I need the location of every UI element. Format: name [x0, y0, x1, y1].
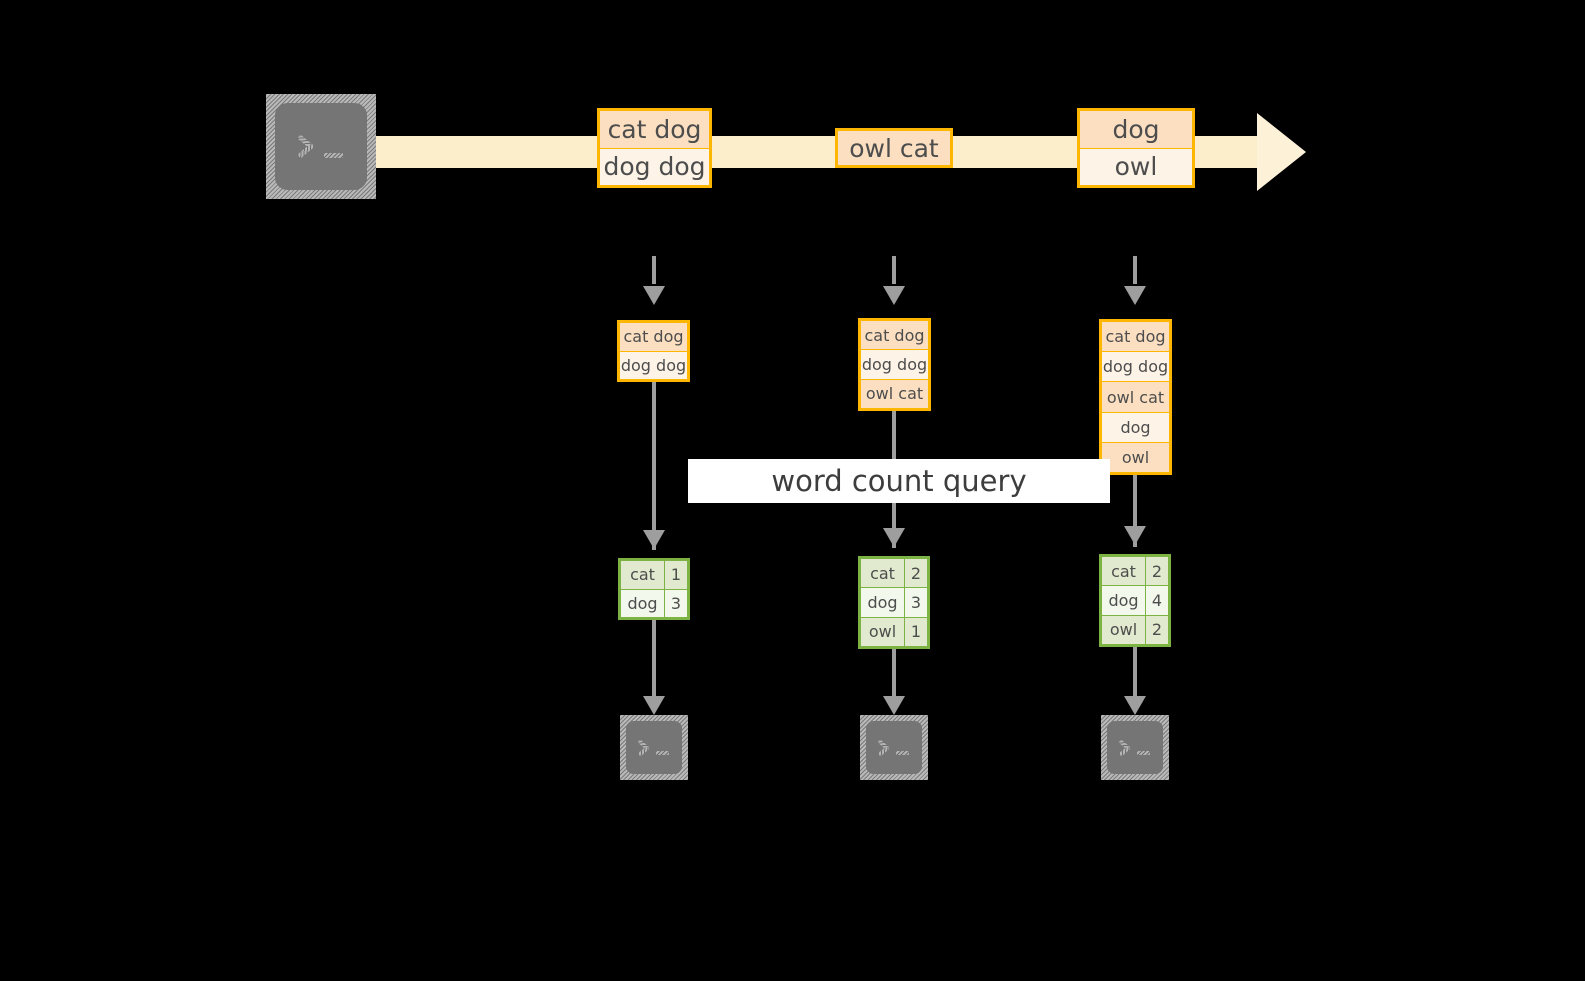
- cell-count: 1: [905, 617, 927, 646]
- snapshot-2-sink-arrowhead: [883, 696, 905, 715]
- input-line: cat dog: [861, 321, 928, 351]
- input-line: owl: [1102, 442, 1169, 473]
- underscore-icon: [656, 751, 670, 755]
- table-row: cat 2: [861, 559, 927, 589]
- terminal-prompt-glyph: [639, 738, 670, 758]
- table-row: dog 3: [621, 589, 687, 617]
- snapshot-3-input-stack[interactable]: cat dog dog dog owl cat dog owl: [1099, 319, 1172, 475]
- snapshot-3-sink-line: [1133, 647, 1137, 702]
- snapshot-3-result-table[interactable]: cat 2 dog 4 owl 2: [1099, 554, 1171, 647]
- terminal-screen: [626, 721, 682, 774]
- snapshot-3-query-line: [1133, 475, 1137, 547]
- chevron-right-icon: [879, 738, 894, 758]
- underscore-icon: [323, 152, 343, 158]
- input-line: dog dog: [620, 351, 687, 379]
- underscore-icon: [1137, 751, 1151, 755]
- cell-word: owl: [1102, 615, 1147, 644]
- underscore-icon: [896, 751, 910, 755]
- cell-count: 3: [665, 589, 687, 617]
- cell-count: 2: [905, 559, 927, 588]
- terminal-screen: [866, 721, 922, 774]
- table-row: dog 4: [1102, 586, 1168, 616]
- cell-word: cat: [621, 561, 666, 589]
- cell-word: owl: [861, 617, 906, 646]
- cell-count: 3: [905, 588, 927, 617]
- stream-record-line: dog dog: [600, 148, 709, 185]
- snapshot-1-trigger-line: [652, 256, 656, 284]
- snapshot-3-trigger-arrowhead: [1124, 286, 1146, 305]
- cell-word: dog: [1102, 586, 1147, 615]
- snapshot-1-query-line: [652, 382, 656, 550]
- snapshot-1-trigger-arrowhead: [643, 286, 665, 305]
- chevron-right-icon: [1120, 738, 1135, 758]
- terminal-prompt-glyph: [1120, 738, 1151, 758]
- terminal-prompt-glyph: [299, 132, 343, 162]
- cell-word: cat: [861, 559, 906, 588]
- input-line: dog dog: [1102, 352, 1169, 383]
- table-row: cat 1: [621, 561, 687, 590]
- snapshot-2-query-arrowhead: [883, 528, 905, 547]
- cell-word: dog: [861, 588, 906, 617]
- input-line: dog dog: [861, 350, 928, 380]
- table-row: owl 2: [1102, 615, 1168, 644]
- input-line: owl cat: [1102, 382, 1169, 413]
- source-terminal-icon[interactable]: [266, 94, 376, 199]
- stream-record-line: owl cat: [838, 131, 950, 165]
- terminal-prompt-glyph: [879, 738, 910, 758]
- snapshot-2-sink-line: [892, 649, 896, 702]
- snapshot-3-sink-arrowhead: [1124, 696, 1146, 715]
- stream-record-line: cat dog: [600, 111, 709, 149]
- snapshot-2-result-table[interactable]: cat 2 dog 3 owl 1: [858, 556, 930, 649]
- cell-count: 1: [665, 561, 687, 589]
- table-row: dog 3: [861, 588, 927, 618]
- table-row: cat 2: [1102, 557, 1168, 587]
- cell-word: cat: [1102, 557, 1147, 586]
- terminal-screen: [1107, 721, 1163, 774]
- snapshot-3-sink-terminal-icon[interactable]: [1101, 715, 1169, 780]
- stream-record-line: dog: [1080, 111, 1192, 149]
- snapshot-3-query-arrowhead: [1124, 526, 1146, 545]
- input-line: dog: [1102, 412, 1169, 443]
- stream-record-2[interactable]: owl cat: [835, 128, 953, 168]
- stream-arrow-head: [1257, 113, 1306, 191]
- chevron-right-icon: [639, 738, 654, 758]
- snapshot-1-result-table[interactable]: cat 1 dog 3: [618, 558, 690, 620]
- cell-word: dog: [621, 589, 666, 617]
- snapshot-2-trigger-line: [892, 256, 896, 284]
- stream-record-1[interactable]: cat dog dog dog: [597, 108, 712, 188]
- snapshot-1-sink-line: [652, 620, 656, 702]
- cell-count: 2: [1146, 557, 1168, 586]
- snapshot-2-input-stack[interactable]: cat dog dog dog owl cat: [858, 318, 931, 411]
- input-line: cat dog: [1102, 322, 1169, 353]
- cell-count: 2: [1146, 615, 1168, 644]
- stream-record-3[interactable]: dog owl: [1077, 108, 1195, 188]
- chevron-right-icon: [299, 132, 321, 162]
- query-label: word count query: [688, 459, 1110, 503]
- snapshot-2-sink-terminal-icon[interactable]: [860, 715, 928, 780]
- stream-record-line: owl: [1080, 148, 1192, 185]
- snapshot-1-sink-terminal-icon[interactable]: [620, 715, 688, 780]
- snapshot-3-trigger-line: [1133, 256, 1137, 284]
- table-row: owl 1: [861, 617, 927, 646]
- snapshot-1-query-arrowhead: [643, 530, 665, 549]
- input-line: owl cat: [861, 379, 928, 408]
- cell-count: 4: [1146, 586, 1168, 615]
- snapshot-1-sink-arrowhead: [643, 696, 665, 715]
- snapshot-2-trigger-arrowhead: [883, 286, 905, 305]
- input-line: cat dog: [620, 323, 687, 352]
- snapshot-1-input-stack[interactable]: cat dog dog dog: [617, 320, 690, 382]
